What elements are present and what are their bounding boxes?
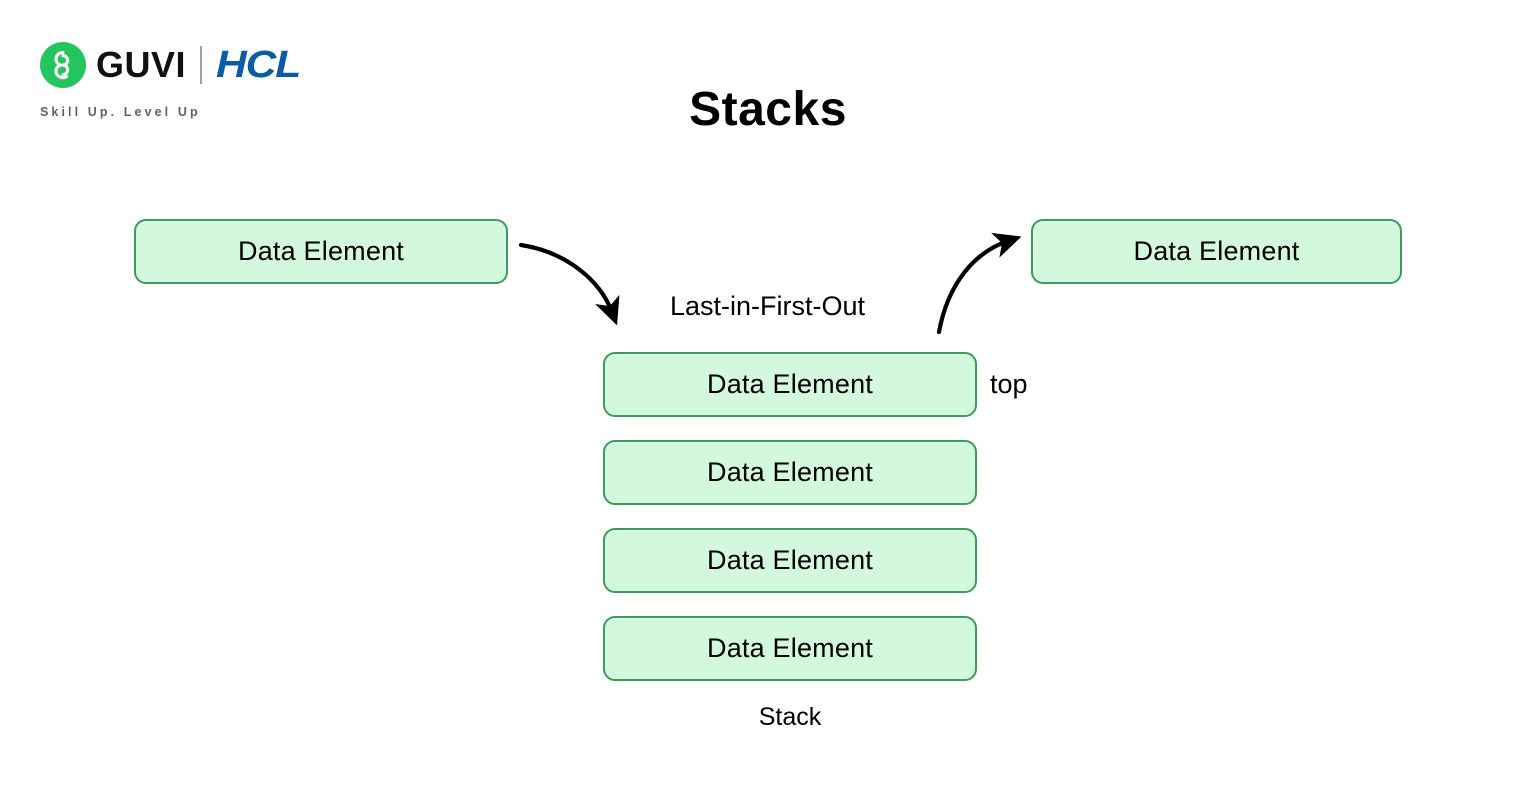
stack-item-label: Data Element <box>707 545 873 575</box>
stack-caption: Stack <box>758 703 822 731</box>
stack-item-3: Data Element <box>603 616 977 681</box>
stack-top-pointer-label: top <box>990 369 1028 399</box>
lifo-label: Last-in-First-Out <box>670 291 866 321</box>
stack-item-label: Data Element <box>707 369 873 399</box>
stack-item-1: Data Element <box>603 440 977 505</box>
incoming-data-element-label: Data Element <box>238 236 404 266</box>
stack-item-label: Data Element <box>707 457 873 487</box>
page-title: Stacks <box>689 83 847 136</box>
brand-tagline: Skill Up. Level Up <box>40 105 201 119</box>
hcl-wordmark: HCL <box>216 44 301 86</box>
brand-logo-block: GUVI HCL Skill Up. Level Up <box>40 36 460 128</box>
outgoing-data-element-box: Data Element <box>1031 219 1402 284</box>
stack-item-0: Data Element <box>603 352 977 417</box>
guvi-wordmark: GUVI <box>96 44 187 85</box>
incoming-data-element-box: Data Element <box>134 219 508 284</box>
guvi-g-mark-icon <box>40 42 86 88</box>
pop-arrow-icon <box>936 232 1022 335</box>
stack-item-label: Data Element <box>707 633 873 663</box>
outgoing-data-element-label: Data Element <box>1133 236 1300 266</box>
stack-item-2: Data Element <box>603 528 977 593</box>
brand-logo-row: GUVI HCL <box>40 36 460 94</box>
push-arrow-icon <box>518 242 620 326</box>
brand-divider <box>200 46 203 84</box>
